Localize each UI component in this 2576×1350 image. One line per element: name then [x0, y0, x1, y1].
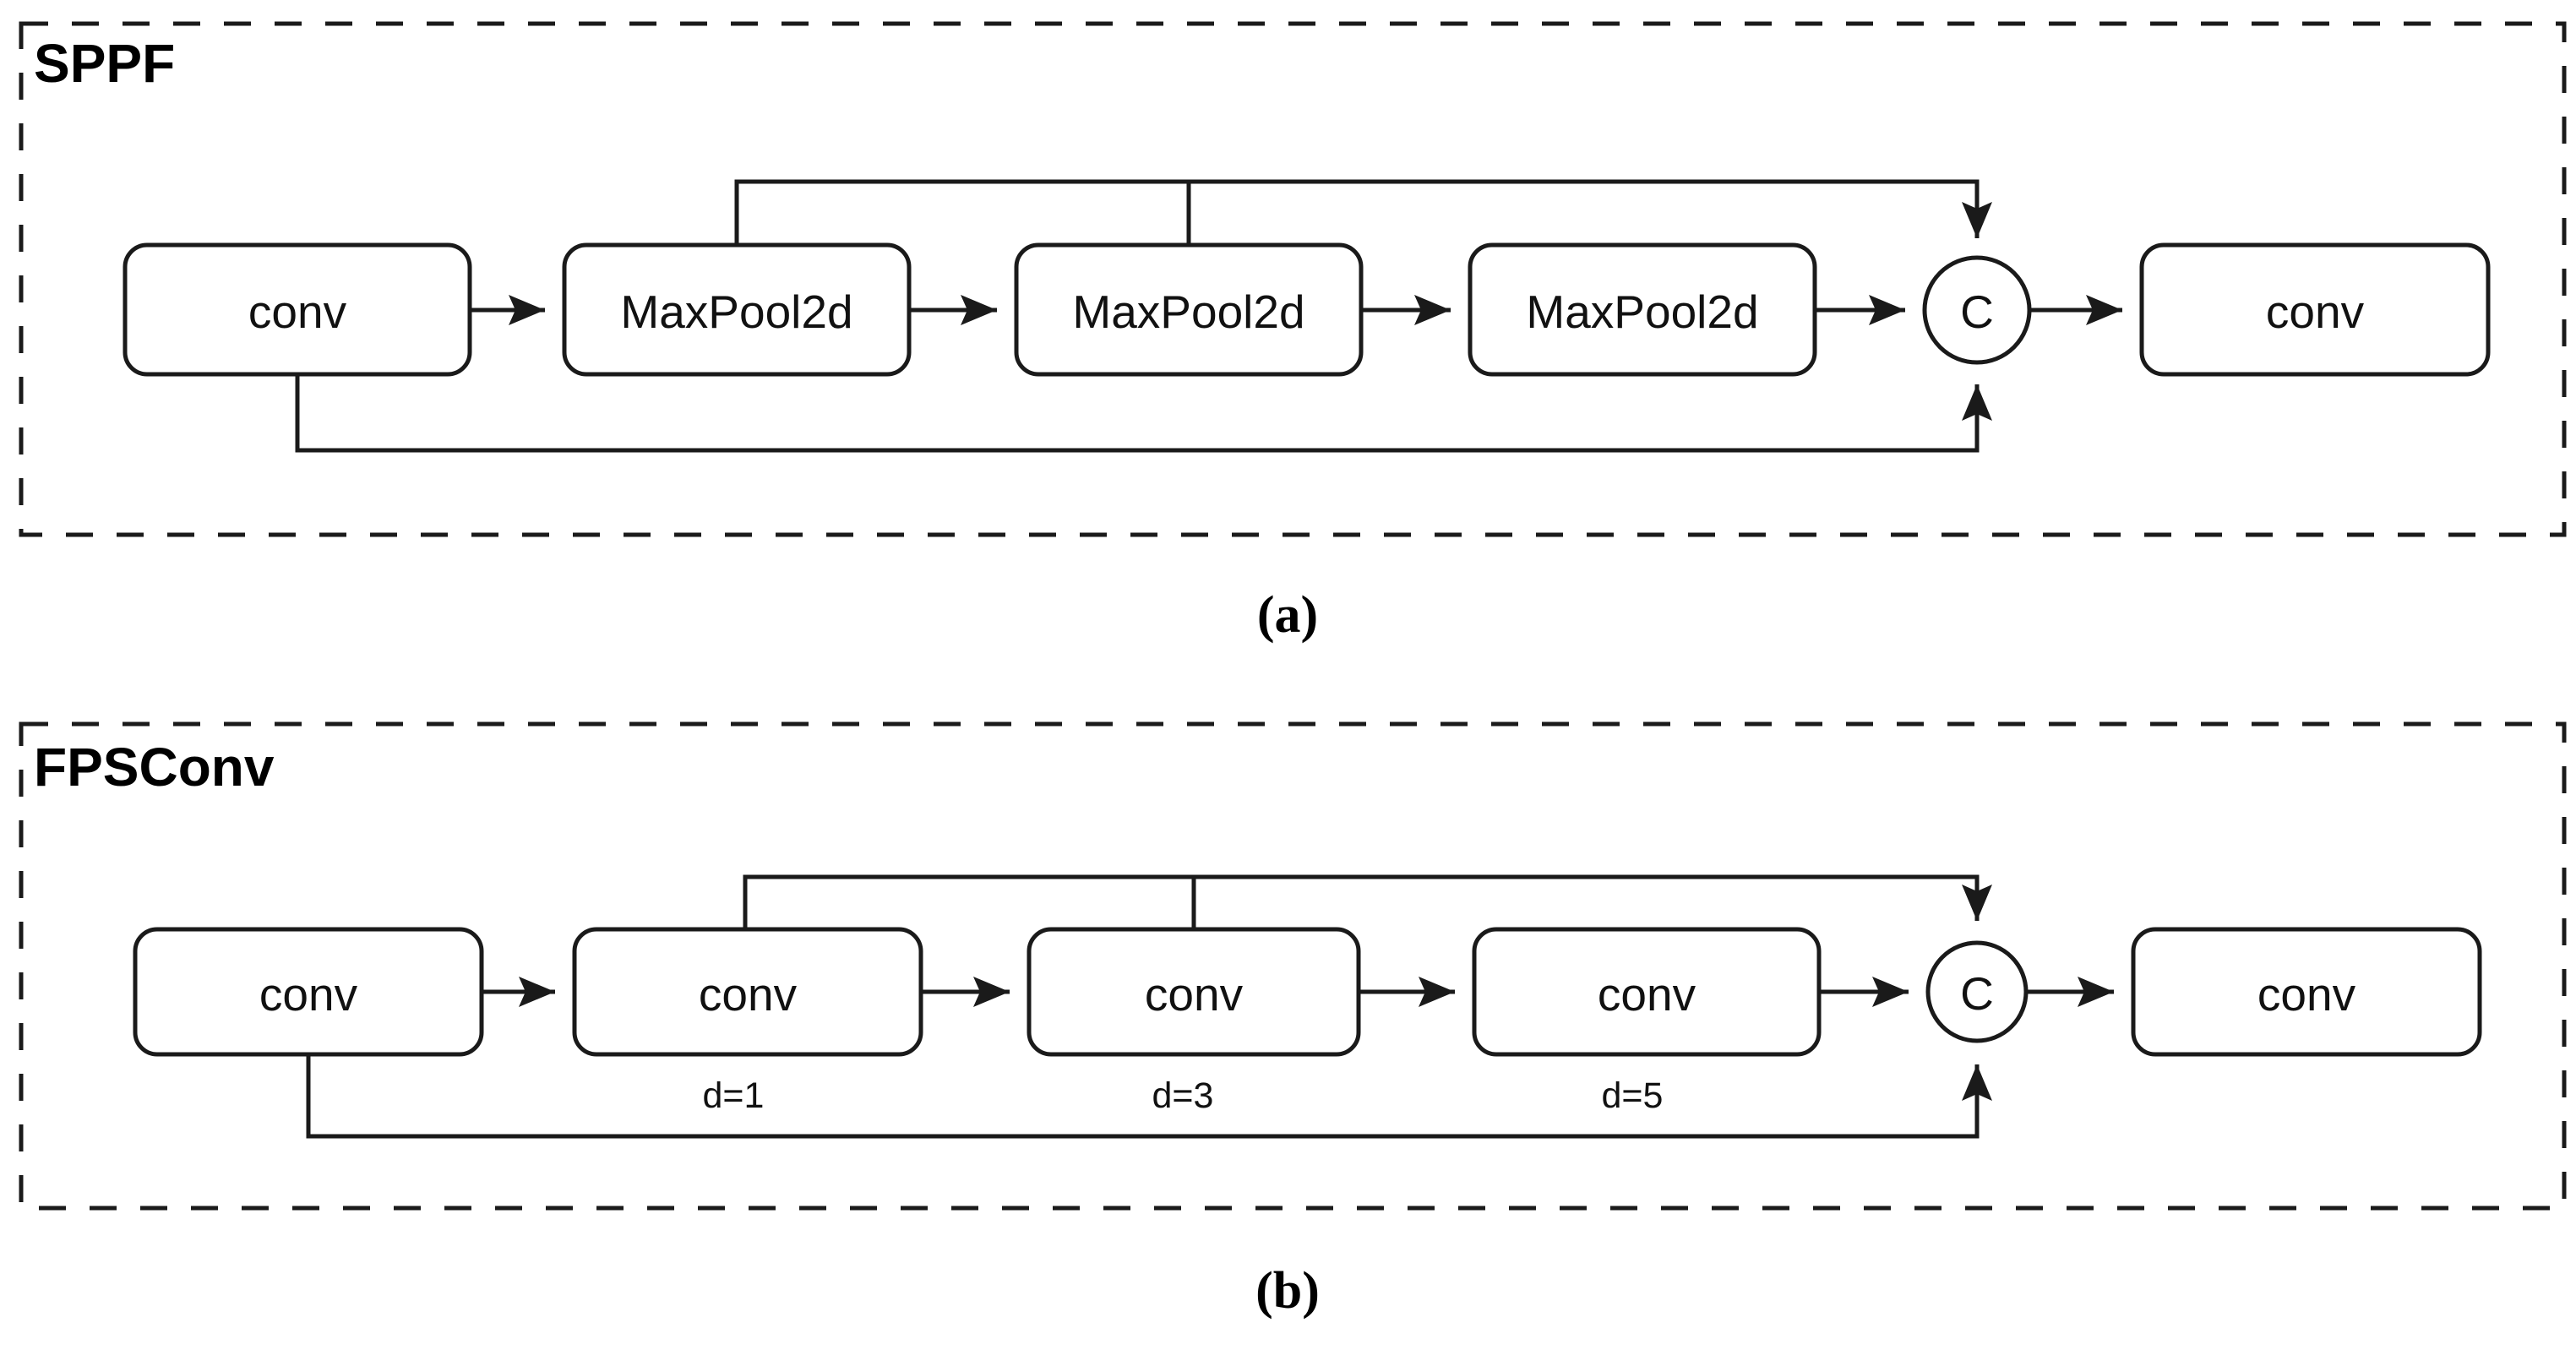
concat-label: C [1960, 286, 1994, 338]
node-box [123, 242, 472, 377]
node-label: MaxPool2d [620, 286, 852, 338]
node-maxpool2d-3[interactable]: MaxPool2d [1468, 242, 1817, 377]
node-box [1014, 242, 1364, 377]
node-label: conv [2266, 286, 2365, 338]
node-label: MaxPool2d [1526, 286, 1758, 338]
concat-circle [1922, 255, 2032, 365]
edge-conv-in-to-concat-bottom-b [306, 1054, 1992, 1139]
node-label: conv [699, 968, 798, 1021]
panel-sppf: SPPF conv MaxPool2d [19, 21, 2567, 537]
node-box [1472, 927, 1822, 1057]
node-box [1468, 242, 1817, 377]
node-box [2131, 927, 2482, 1057]
node-label: conv [1598, 968, 1696, 1021]
panel-fpsconv: FPSConv conv conv d=1 [19, 721, 2567, 1211]
node-conv-input-a[interactable]: conv [123, 242, 472, 377]
node-conv-input-b[interactable]: conv [133, 927, 484, 1057]
edge-maxpool1-to-concat-top [734, 179, 1992, 245]
edge-conv-d1-to-concat-top [743, 874, 1992, 929]
panel-fpsconv-dashed-border [19, 721, 2567, 1211]
node-label: MaxPool2d [1072, 286, 1304, 338]
panel-sppf-title: SPPF [34, 33, 175, 94]
node-conv-dilation-1[interactable]: conv d=1 [572, 927, 923, 1116]
caption-a: (a) [1257, 586, 1318, 644]
node-conv-dilation-5[interactable]: conv d=5 [1472, 927, 1822, 1116]
dilation-label-d1: d=1 [703, 1075, 765, 1116]
concat-label: C [1960, 967, 1994, 1020]
node-box [1027, 927, 1361, 1057]
node-box [572, 927, 923, 1057]
dilation-label-d3: d=3 [1152, 1075, 1214, 1116]
edge-conv-in-to-concat-bottom [295, 374, 1992, 453]
node-conv-dilation-3[interactable]: conv d=3 [1027, 927, 1361, 1116]
node-label: conv [248, 286, 347, 338]
concat-circle [1925, 940, 2029, 1043]
node-concat-a[interactable]: C [1922, 255, 2032, 365]
node-conv-output-a[interactable]: conv [2139, 242, 2491, 377]
node-label: conv [1145, 968, 1244, 1021]
node-box [562, 242, 912, 377]
node-box [2139, 242, 2491, 377]
panel-sppf-dashed-border [19, 21, 2567, 537]
node-conv-output-b[interactable]: conv [2131, 927, 2482, 1057]
panel-fpsconv-title: FPSConv [34, 737, 275, 797]
dilation-label-d5: d=5 [1602, 1075, 1664, 1116]
node-label: conv [259, 968, 358, 1021]
node-maxpool2d-1[interactable]: MaxPool2d [562, 242, 912, 377]
node-label: conv [2257, 968, 2356, 1021]
node-maxpool2d-2[interactable]: MaxPool2d [1014, 242, 1364, 377]
caption-b: (b) [1255, 1262, 1320, 1320]
node-concat-b[interactable]: C [1925, 940, 2029, 1043]
node-box [133, 927, 484, 1057]
